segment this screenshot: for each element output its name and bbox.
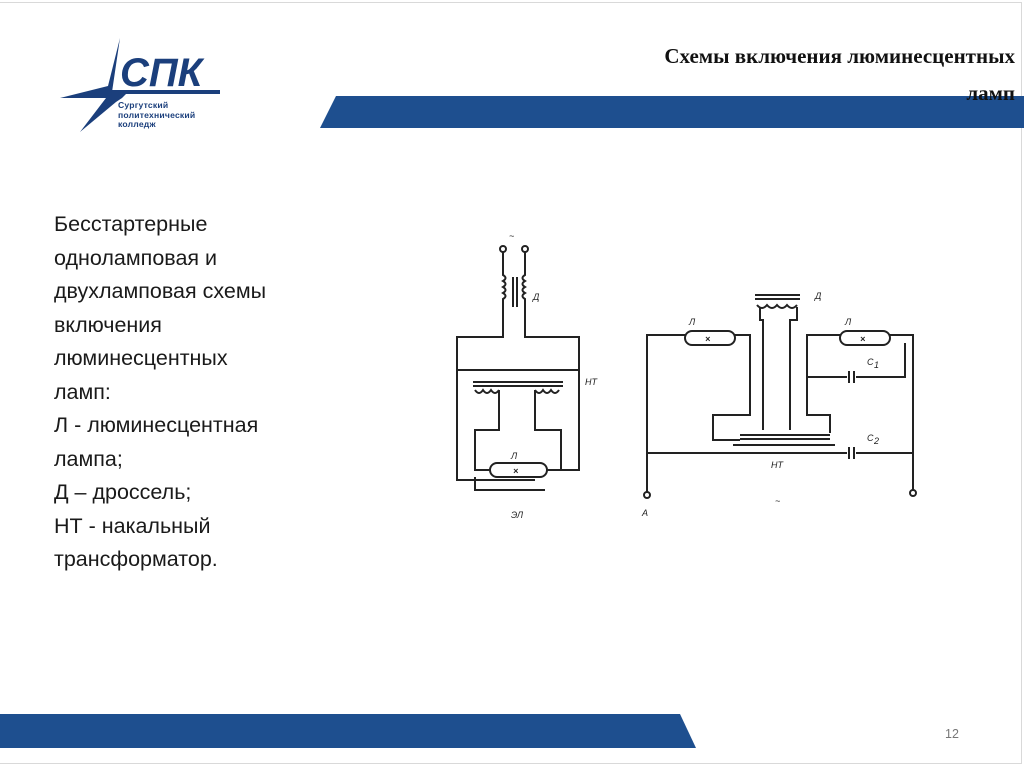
right-lamp2-mark: × (860, 334, 866, 344)
right-transformer-label: НТ (771, 460, 784, 470)
right-c1-sub: 1 (874, 360, 879, 370)
logo-subtitle: Сургутский политехнический колледж (118, 100, 196, 130)
left-ac-label: ~ (509, 231, 514, 241)
description-text: Бесстартерные одноламповая и двухлампова… (54, 208, 344, 577)
left-lamp-mark: × (513, 466, 519, 476)
logo-star-icon (60, 38, 126, 132)
title-line: ламп (966, 81, 1015, 105)
bottom-band (0, 714, 696, 748)
title-line: Схемы включения люминесцентных (664, 44, 1015, 68)
logo-subtitle-line: колледж (118, 119, 156, 130)
logo-acronym: СПК (120, 51, 205, 95)
right-circuit (643, 294, 917, 499)
description-line: трансформатор. (54, 547, 218, 571)
right-choke-label: Д (814, 291, 822, 301)
right-lamp1-label: Л (688, 317, 696, 327)
description-line: Д – дроссель; (54, 480, 192, 504)
right-c2-sub: 2 (873, 436, 879, 446)
right-ac-label: ~ (775, 496, 780, 506)
description-line: Бесстартерные (54, 212, 208, 236)
college-logo: СПК (60, 38, 220, 132)
left-circuit (456, 245, 580, 491)
left-transformer-label: НТ (585, 377, 598, 387)
left-choke-label: Д (532, 292, 540, 302)
page-title: Схемы включения люминесцентных ламп (664, 38, 1015, 112)
description-line: НТ - накальный (54, 513, 211, 538)
description-line: включения (54, 312, 162, 337)
left-lamp-label: Л (510, 451, 518, 461)
logo-subtitle-line: политехнический (118, 109, 196, 120)
description-line: ламп: (54, 379, 111, 404)
right-c2-label: C (867, 433, 874, 443)
right-lamp1-mark: × (705, 334, 711, 344)
right-lamp2-label: Л (844, 317, 852, 327)
logo-subtitle-line: Сургутский (118, 100, 169, 110)
description-line: люминесцентных (54, 346, 228, 370)
right-terminal-label: А (641, 508, 648, 518)
description-line: одноламповая и (54, 245, 218, 270)
top-band (320, 96, 1024, 128)
right-c1-label: C (867, 357, 874, 367)
circuit-diagram: ~ Д НТ Л × ЭЛ (456, 231, 917, 520)
description-line: лампа; (54, 446, 123, 471)
description-line: Л - люминесцентная (54, 413, 259, 437)
page-number: 12 (945, 727, 959, 741)
description-line: двухламповая схемы (54, 279, 267, 303)
left-electrode-label: ЭЛ (511, 510, 524, 520)
